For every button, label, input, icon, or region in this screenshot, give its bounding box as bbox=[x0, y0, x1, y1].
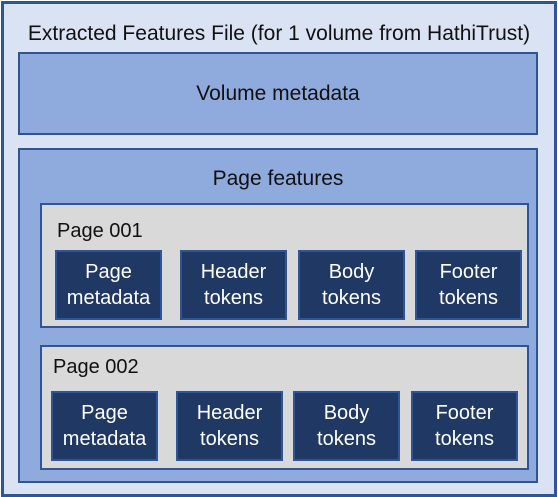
diagram-title: Extracted Features File (for 1 volume fr… bbox=[27, 22, 531, 45]
page-001-label: Page 001 bbox=[57, 220, 143, 242]
page-001-page-metadata: Page metadata bbox=[55, 250, 162, 320]
volume-metadata-label: Volume metadata bbox=[196, 81, 360, 105]
page-002-page-metadata: Page metadata bbox=[51, 391, 158, 461]
cell-line: tokens bbox=[204, 287, 263, 309]
volume-metadata-box: Volume metadata bbox=[18, 52, 538, 135]
cell-line: Body bbox=[328, 261, 375, 283]
cell-line: Footer bbox=[435, 402, 494, 424]
page-001-box: Page 001 Page metadata Header tokens Bod… bbox=[40, 203, 529, 328]
page-features-title: Page features bbox=[212, 167, 344, 190]
cell-line: Header bbox=[200, 261, 267, 283]
page-001-footer-tokens: Footer tokens bbox=[415, 250, 522, 320]
page-002-label: Page 002 bbox=[53, 356, 139, 378]
page-001-body-tokens: Body tokens bbox=[298, 250, 405, 320]
cell-line: Page bbox=[81, 402, 128, 424]
page-002-box: Page 002 Page metadata Header tokens Bod… bbox=[40, 345, 529, 470]
cell-line: tokens bbox=[439, 287, 498, 309]
page-002-body-tokens: Body tokens bbox=[293, 391, 400, 461]
cell-line: tokens bbox=[317, 428, 376, 450]
page-features-box: Page features Page 001 Page metadata Hea… bbox=[18, 148, 538, 483]
cell-line: metadata bbox=[66, 287, 151, 309]
cell-line: tokens bbox=[200, 428, 259, 450]
cell-line: tokens bbox=[322, 287, 381, 309]
cell-line: Body bbox=[323, 402, 370, 424]
page-002-header-tokens: Header tokens bbox=[176, 391, 283, 461]
cell-line: Header bbox=[196, 402, 263, 424]
cell-line: metadata bbox=[62, 428, 147, 450]
page-002-footer-tokens: Footer tokens bbox=[411, 391, 518, 461]
page-001-header-tokens: Header tokens bbox=[180, 250, 287, 320]
cell-line: Page bbox=[85, 261, 132, 283]
cell-line: Footer bbox=[439, 261, 498, 283]
cell-line: tokens bbox=[435, 428, 494, 450]
